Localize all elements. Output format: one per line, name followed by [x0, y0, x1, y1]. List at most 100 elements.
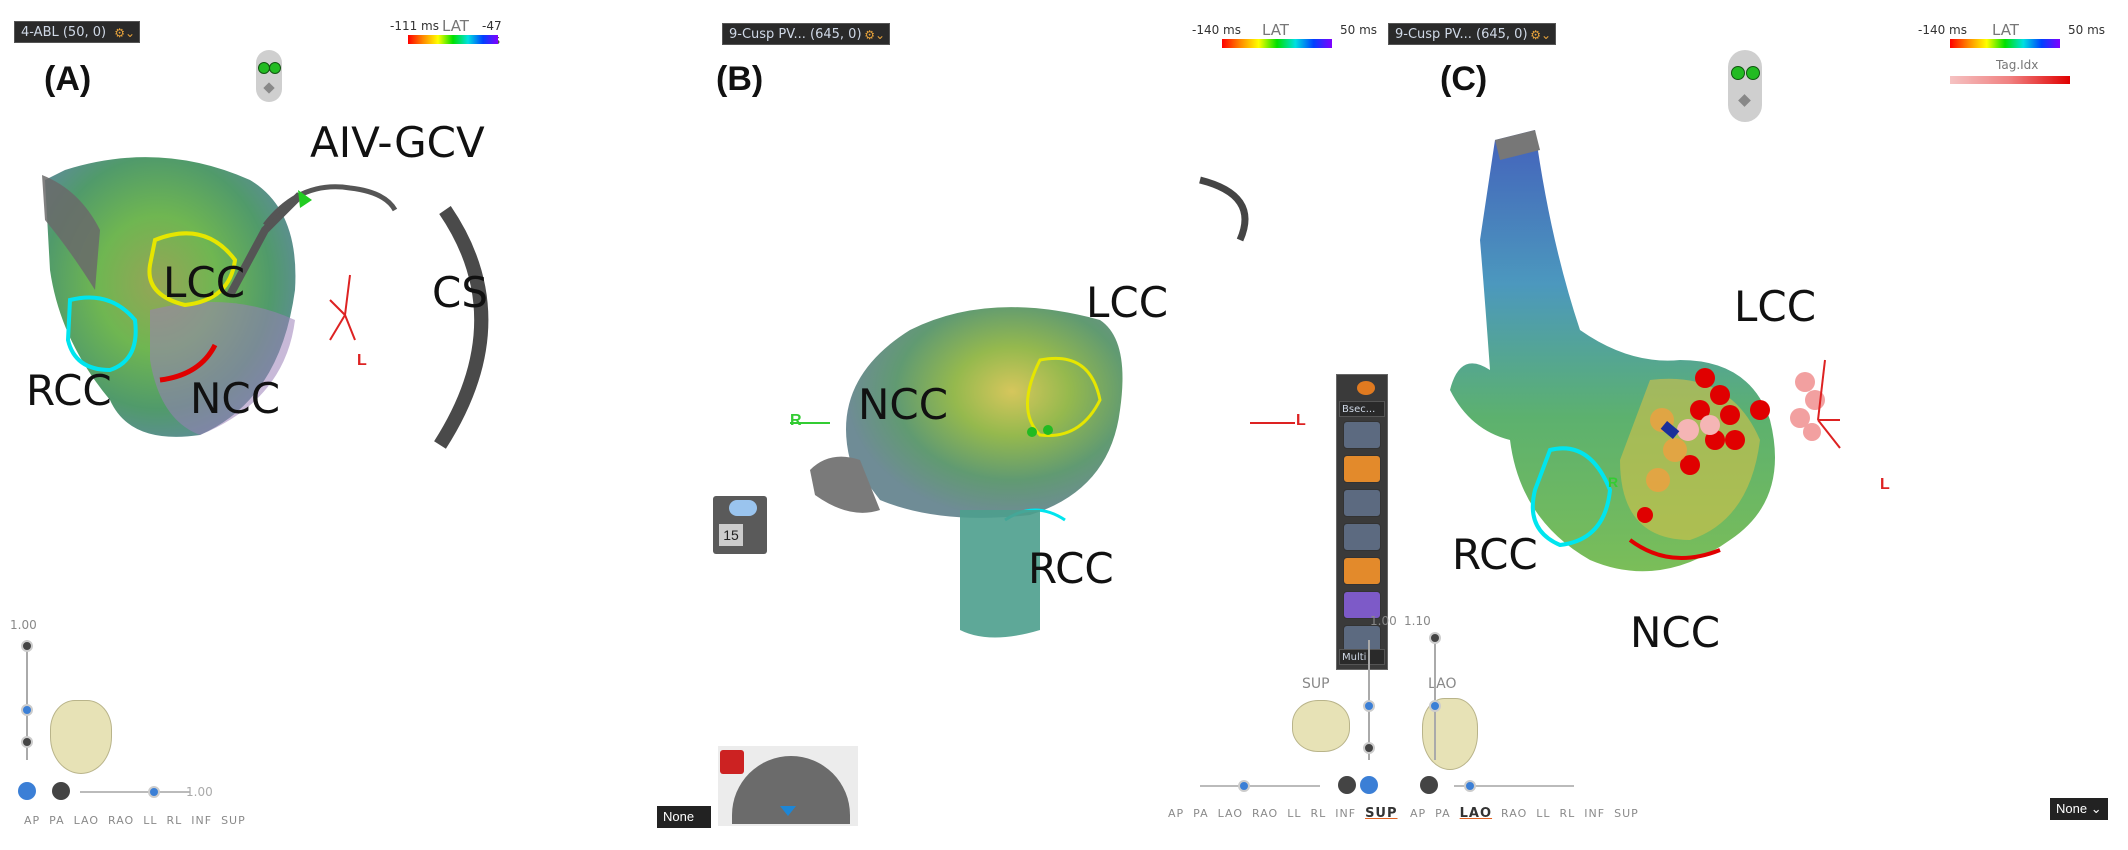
slider-handle-2[interactable]: [21, 736, 33, 748]
tool-grid-button[interactable]: [1343, 523, 1381, 551]
multi-select[interactable]: Multi: [1339, 649, 1385, 665]
view-sup-active[interactable]: SUP: [1365, 806, 1398, 821]
view-ap[interactable]: AP: [24, 814, 41, 827]
lat-min: -140 ms: [1918, 23, 1967, 37]
orientation-axes-c: [1817, 359, 1841, 449]
slider-handle-b[interactable]: [1363, 700, 1375, 712]
multi-select-label: Multi: [1342, 652, 1367, 663]
slider-handle-b2[interactable]: [1363, 742, 1375, 754]
tool-grid-orange-button[interactable]: [1343, 557, 1381, 585]
lat-title: LAT: [1992, 21, 2019, 39]
view-inf[interactable]: INF: [1584, 807, 1606, 820]
heart-model-icon[interactable]: [50, 700, 112, 774]
dial-down-arrow[interactable]: [780, 806, 796, 816]
label-ncc-a: NCC: [190, 374, 281, 423]
panel-c-map-dropdown[interactable]: 9-Cusp PV... (645, 0) ⚙⌄: [1388, 23, 1556, 45]
rotate-icon-c[interactable]: [1420, 776, 1438, 794]
zoom-slider-vertical[interactable]: [26, 640, 28, 760]
horizontal-slider-handle-c[interactable]: [1464, 780, 1476, 792]
slider-right-value: 1.00: [186, 785, 213, 799]
rotate-icon[interactable]: [18, 782, 36, 800]
horizontal-slider[interactable]: [80, 791, 190, 793]
label-lcc-a: LCC: [163, 258, 246, 307]
slider-handle-c[interactable]: [1429, 632, 1441, 644]
tool-column-button[interactable]: [1343, 625, 1381, 653]
view-ll[interactable]: LL: [1536, 807, 1551, 820]
horizontal-slider-b[interactable]: [1200, 785, 1320, 787]
panel-a-map-dropdown[interactable]: 4-ABL (50, 0) ⚙⌄: [14, 21, 140, 43]
map-options-icon[interactable]: ⚙⌄: [864, 28, 885, 42]
slider-handle-blue[interactable]: [21, 704, 33, 716]
view-lao[interactable]: LAO: [73, 814, 100, 827]
navigation-dial[interactable]: [718, 746, 858, 826]
view-rao[interactable]: RAO: [108, 814, 135, 827]
tool-dot-button[interactable]: [1343, 489, 1381, 517]
orient-r-c: R: [1608, 474, 1619, 490]
slider-handle[interactable]: [21, 640, 33, 652]
lat-color-bar: [1950, 39, 2060, 48]
label-rcc-c: RCC: [1452, 530, 1538, 579]
horizontal-slider-c[interactable]: [1454, 785, 1574, 787]
horizontal-slider-handle-b[interactable]: [1238, 780, 1250, 792]
view-pa[interactable]: PA: [1435, 807, 1451, 820]
view-lao-active[interactable]: LAO: [1459, 806, 1493, 821]
view-buttons-b[interactable]: AP PA LAO RAO LL RL INF SUP: [1168, 806, 1407, 821]
point-counter-widget[interactable]: 15: [713, 496, 767, 554]
head-orientation-icon[interactable]: [256, 50, 282, 102]
heart-model-icon-b[interactable]: [1292, 700, 1350, 752]
view-sup[interactable]: SUP: [221, 814, 246, 827]
view-ll[interactable]: LL: [143, 814, 158, 827]
view-buttons-a[interactable]: AP PA LAO RAO LL RL INF SUP: [24, 814, 255, 827]
lcc-outline: [1026, 356, 1102, 438]
panel-a-3d-map[interactable]: [0, 100, 520, 460]
map-options-icon[interactable]: ⚙⌄: [114, 26, 135, 40]
ncc-outline: [1628, 538, 1721, 560]
view-rl[interactable]: RL: [166, 814, 183, 827]
view-ll[interactable]: LL: [1287, 807, 1302, 820]
none-dropdown-c[interactable]: None ⌄: [2050, 798, 2108, 820]
panel-b-letter: (B): [716, 60, 764, 98]
slider-handle-c-blue[interactable]: [1429, 700, 1441, 712]
view-sup[interactable]: SUP: [1614, 807, 1639, 820]
view-buttons-c[interactable]: AP PA LAO RAO LL RL INF SUP: [1410, 806, 1648, 821]
view-ap[interactable]: AP: [1168, 807, 1185, 820]
panel-c-3d-map[interactable]: [1430, 120, 1950, 640]
label-ncc-c: NCC: [1630, 608, 1721, 657]
label-lcc-b: LCC: [1086, 278, 1169, 327]
view-lao[interactable]: LAO: [1217, 807, 1244, 820]
orient-l-a: L: [357, 352, 367, 369]
tool-select[interactable]: Bsec...: [1339, 401, 1385, 417]
lat-title: LAT: [442, 17, 469, 35]
panel-b-map-dropdown[interactable]: 9-Cusp PV... (645, 0) ⚙⌄: [722, 23, 890, 45]
slider-value-b: 1.00: [1370, 614, 1397, 628]
view-pa[interactable]: PA: [49, 814, 65, 827]
view-rl[interactable]: RL: [1559, 807, 1576, 820]
head-orientation-icon-c[interactable]: [1728, 50, 1762, 122]
orient-r-b: R: [790, 412, 802, 429]
rotate-icon-b[interactable]: [1338, 776, 1356, 794]
horizontal-slider-handle[interactable]: [148, 786, 160, 798]
label-lcc-c: LCC: [1734, 282, 1817, 331]
rotate-icon-b2[interactable]: [1360, 776, 1378, 794]
lasso-icon[interactable]: [729, 500, 757, 516]
view-pa[interactable]: PA: [1193, 807, 1209, 820]
orient-l-b: L: [1296, 412, 1306, 429]
tool-palette: Bsec... Multi: [1336, 374, 1388, 670]
map-options-icon[interactable]: ⚙⌄: [1530, 28, 1551, 42]
label-cs: CS: [432, 268, 488, 317]
view-inf[interactable]: INF: [191, 814, 213, 827]
panel-b-map-name: 9-Cusp PV... (645, 0): [729, 27, 862, 42]
tool-point-orange-button[interactable]: [1343, 455, 1381, 483]
tool-grid-purple-button[interactable]: [1343, 591, 1381, 619]
view-ap[interactable]: AP: [1410, 807, 1427, 820]
view-inf[interactable]: INF: [1335, 807, 1357, 820]
rotate-icon-2[interactable]: [52, 782, 70, 800]
panel-b-3d-map[interactable]: [790, 160, 1350, 660]
view-rao[interactable]: RAO: [1252, 807, 1279, 820]
view-label-c: LAO: [1428, 676, 1457, 692]
view-rl[interactable]: RL: [1310, 807, 1327, 820]
lat-color-bar: [1222, 39, 1332, 48]
view-rao[interactable]: RAO: [1501, 807, 1528, 820]
tool-point-button[interactable]: [1343, 421, 1381, 449]
none-dropdown-b[interactable]: None ⌄: [657, 806, 711, 846]
